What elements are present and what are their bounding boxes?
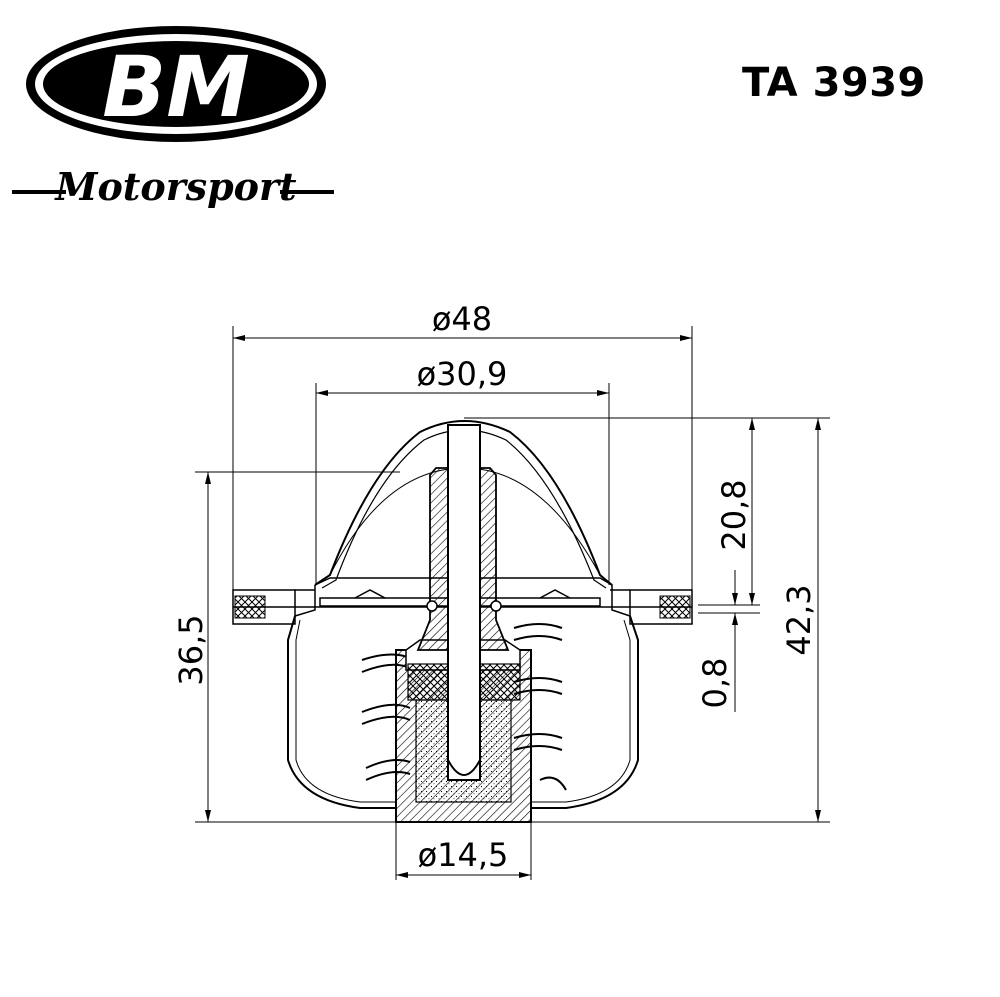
bm-motorsport-logo: BM Motorsport xyxy=(12,26,334,209)
logo-text: BM xyxy=(102,38,250,136)
part-number: TA 3939 xyxy=(742,60,926,106)
label-dome-height: 20,8 xyxy=(715,479,753,550)
label-total-height: 42,3 xyxy=(780,584,818,655)
label-flange-thickness: 0,8 xyxy=(696,658,734,709)
body-cup-outer-right xyxy=(531,615,639,809)
logo-wordmark: Motorsport xyxy=(53,164,297,209)
label-left-height: 36,5 xyxy=(172,614,210,685)
label-outer-diameter: ø48 xyxy=(432,300,492,338)
label-flange-diameter: ø30,9 xyxy=(417,355,508,393)
label-bottom-diameter: ø14,5 xyxy=(418,836,509,874)
body-cup-outer xyxy=(287,615,396,809)
dome-outer xyxy=(314,420,613,586)
